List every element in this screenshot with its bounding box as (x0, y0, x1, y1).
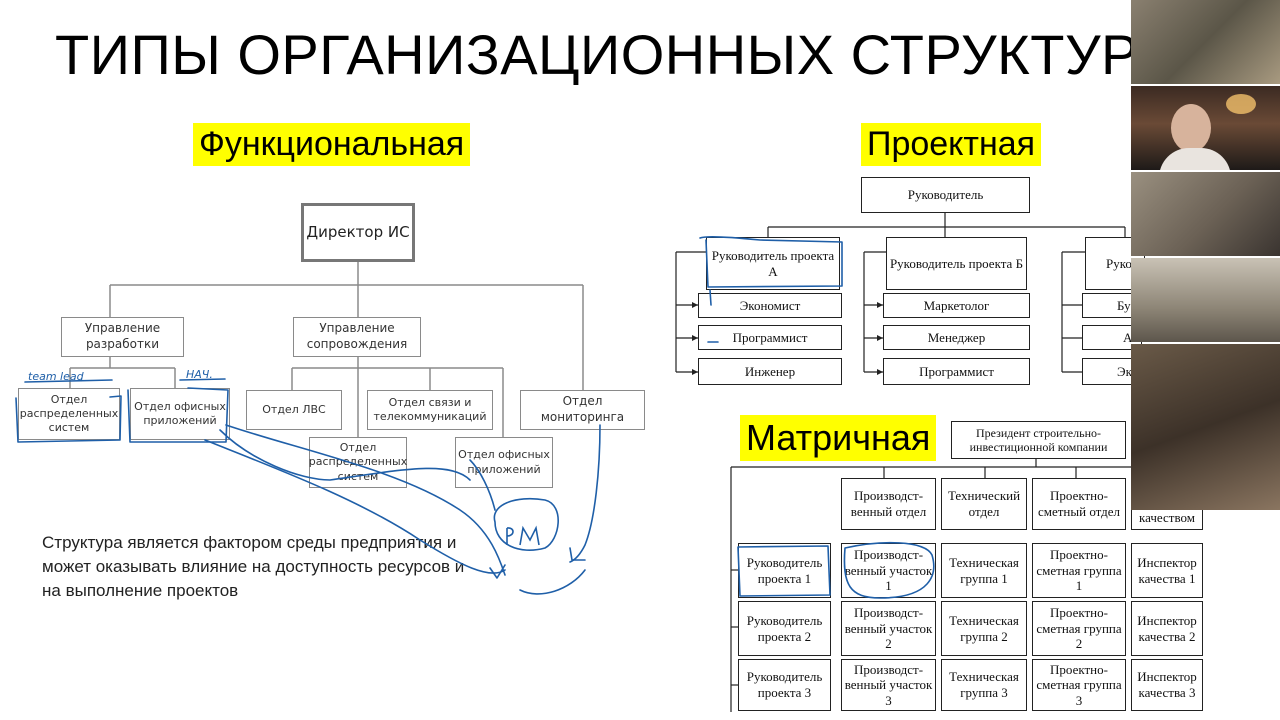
ink-team-lead: team lead (28, 370, 84, 383)
box-director: Директор ИС (301, 203, 415, 262)
box-pm-b: Руководитель проекта Б (886, 237, 1027, 290)
box-pa-economist: Экономист (698, 293, 842, 318)
video-tile-5[interactable] (1131, 344, 1280, 510)
box-dept-office-apps: Отдел офисных приложений (130, 388, 230, 440)
matrix-col-header: Производст-венный отдел (841, 478, 936, 530)
box-pa-programmer: Программист (698, 325, 842, 350)
box-pb-manager: Менеджер (883, 325, 1030, 350)
box-dept-distributed-2: Отдел распределенных систем (309, 437, 407, 488)
matrix-row-head: Руководитель проекта 1 (738, 543, 831, 598)
matrix-cell: Производст-венный участок 3 (841, 659, 936, 711)
matrix-cell: Проектно-сметная группа 2 (1032, 601, 1126, 656)
video-tile-1[interactable] (1131, 0, 1280, 84)
video-tile-2[interactable] (1131, 86, 1280, 170)
heading-project: Проектная (861, 123, 1042, 166)
matrix-row-head: Руководитель проекта 3 (738, 659, 831, 711)
box-dept-telecom: Отдел связи и телекоммуникаций (367, 390, 493, 430)
box-project-head: Руководитель (861, 177, 1030, 213)
matrix-cell: Проектно-сметная группа 1 (1032, 543, 1126, 598)
matrix-cell: Техническая группа 1 (941, 543, 1027, 598)
video-tile-3[interactable] (1131, 172, 1280, 256)
matrix-cell: Инспектор качества 2 (1131, 601, 1203, 656)
matrix-cell: Производст-венный участок 2 (841, 601, 936, 656)
matrix-cell: Техническая группа 2 (941, 601, 1027, 656)
video-tile-4[interactable] (1131, 258, 1280, 342)
matrix-row-head: Руководитель проекта 2 (738, 601, 831, 656)
slide-title: ТИПЫ ОРГАНИЗАЦИОННЫХ СТРУКТУР (55, 23, 1139, 86)
box-president: Президент строительно-инвестиционной ком… (951, 421, 1126, 459)
matrix-cell: Инспектор качества 3 (1131, 659, 1203, 711)
box-pa-engineer: Инженер (698, 358, 842, 385)
box-pm-a: Руководитель проекта А (706, 237, 840, 290)
box-dept-monitoring: Отдел мониторинга (520, 390, 645, 430)
box-mgmt-dev: Управление разработки (61, 317, 184, 357)
ink-hd: НАЧ. (186, 368, 213, 381)
box-dept-distributed: Отдел распределенных систем (18, 388, 120, 440)
matrix-cell: Производст-венный участок 1 (841, 543, 936, 598)
box-dept-lan: Отдел ЛВС (246, 390, 342, 430)
matrix-cell: Проектно-сметная группа 3 (1032, 659, 1126, 711)
box-dept-office-apps-2: Отдел офисных приложений (455, 437, 553, 488)
matrix-cell: Техническая группа 3 (941, 659, 1027, 711)
matrix-col-header: Технический отдел (941, 478, 1027, 530)
matrix-cell: Инспектор качества 1 (1131, 543, 1203, 598)
matrix-col-header: Проектно-сметный отдел (1032, 478, 1126, 530)
box-pb-marketer: Маркетолог (883, 293, 1030, 318)
box-mgmt-support: Управление сопровождения (293, 317, 421, 357)
heading-functional: Функциональная (193, 123, 471, 166)
structure-note: Структура является фактором среды предпр… (42, 533, 465, 600)
heading-matrix: Матричная (740, 415, 937, 461)
box-pb-programmer: Программист (883, 358, 1030, 385)
